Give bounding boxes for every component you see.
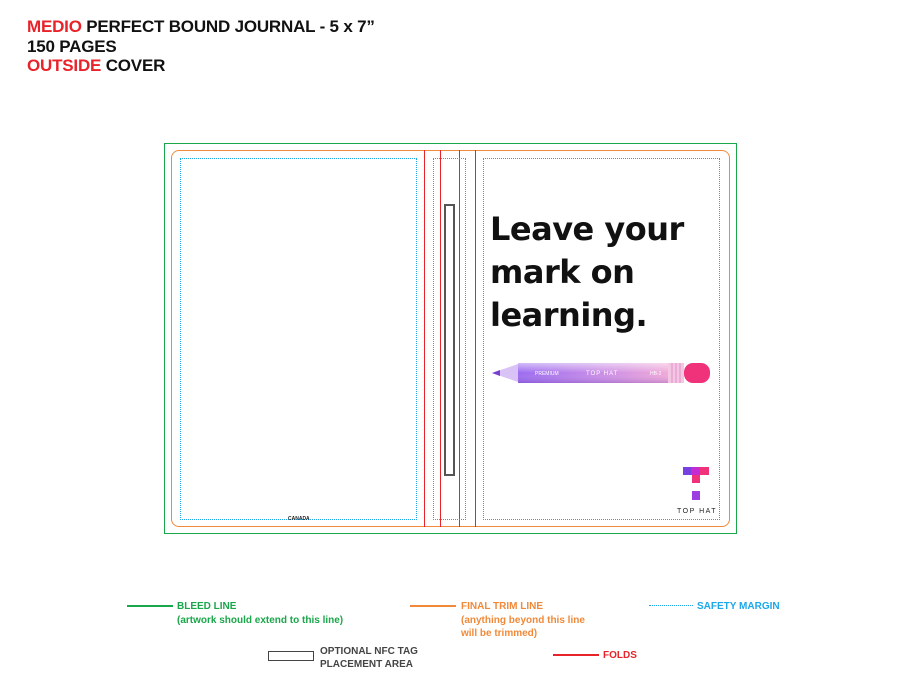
safety-legend-title: SAFETY MARGIN (697, 601, 780, 612)
bleed-legend-swatch (127, 605, 173, 607)
cover-headline: Leave your mark on learning. (490, 208, 684, 337)
trim-line-box (171, 150, 730, 527)
safety-margin-spine (433, 158, 466, 520)
trim-legend-swatch (410, 605, 456, 607)
nfc-legend-swatch (268, 651, 314, 661)
trim-legend-note-1: (anything beyond this line (461, 615, 585, 626)
bleed-line-box (164, 143, 737, 534)
headline-line-3: learning. (490, 296, 648, 334)
bleed-legend-title: BLEED LINE (177, 601, 237, 612)
fold-line (459, 150, 460, 527)
trim-legend-note-2: will be trimmed) (461, 628, 538, 639)
pencil-illustration: PREMIUM TOP HAT HB-2 (492, 363, 710, 383)
tophat-logo-text: TOP HAT (677, 508, 718, 515)
nfc-tag-area (444, 204, 455, 476)
pencil-text-2: TOP HAT (586, 371, 618, 377)
folds-legend-swatch (553, 654, 599, 656)
title-rest: PERFECT BOUND JOURNAL - 5 x 7” (86, 17, 375, 36)
cover-highlight: OUTSIDE (27, 56, 102, 75)
cover-rest: COVER (105, 56, 166, 75)
back-cover-label: CANADA (288, 516, 310, 522)
pencil-text-1: PREMIUM (535, 371, 559, 377)
headline-line-1: Leave your (490, 210, 684, 248)
fold-line (424, 150, 425, 527)
tophat-logo-icon (683, 467, 709, 500)
fold-line (475, 150, 476, 527)
pencil-text-3: HB-2 (650, 371, 662, 377)
nfc-legend-title-1: OPTIONAL NFC TAG (320, 646, 418, 657)
safety-legend-swatch (649, 605, 693, 606)
safety-margin-back (180, 158, 417, 520)
fold-line (440, 150, 441, 527)
safety-margin-front (483, 158, 720, 520)
title-line-3: OUTSIDE COVER (27, 55, 165, 77)
title-line-1: MEDIO PERFECT BOUND JOURNAL - 5 x 7” (27, 16, 375, 38)
title-highlight: MEDIO (27, 17, 82, 36)
headline-line-2: mark on (490, 253, 635, 291)
folds-legend-title: FOLDS (603, 650, 637, 661)
title-line-2: 150 PAGES (27, 37, 117, 56)
bleed-legend-note: (artwork should extend to this line) (177, 615, 344, 626)
trim-legend-title: FINAL TRIM LINE (461, 601, 544, 612)
nfc-legend-title-2: PLACEMENT AREA (320, 659, 413, 670)
